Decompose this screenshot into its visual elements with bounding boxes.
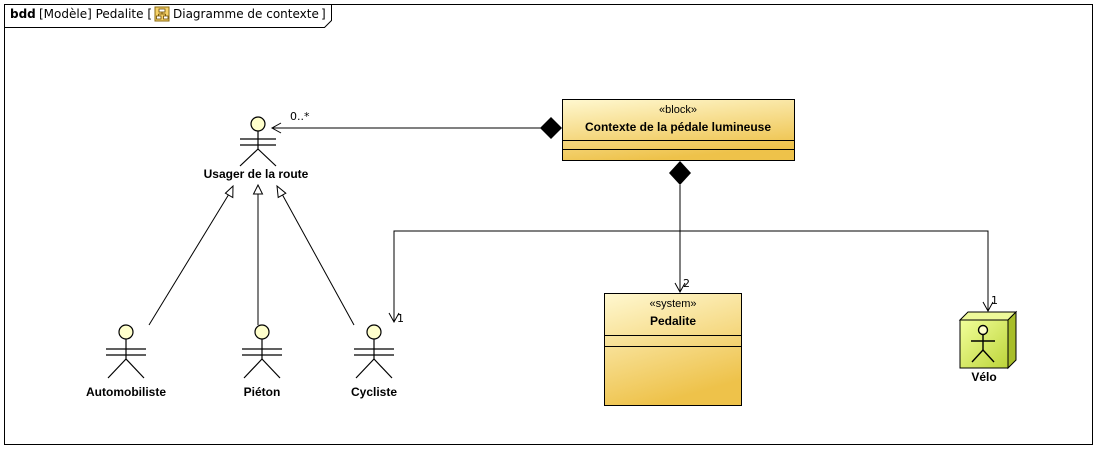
composition-pedalite-diamond xyxy=(669,161,691,185)
generalization-pieton-head xyxy=(252,183,264,195)
block-pedalite[interactable]: «system» Pedalite xyxy=(604,293,742,406)
multiplicity-pedalite: 2 xyxy=(683,277,690,290)
composition-usager-diamond xyxy=(540,117,562,139)
generalization-automobiliste-line xyxy=(148,193,230,326)
multiplicity-usager: 0..* xyxy=(290,110,310,123)
block-context-name: Contexte de la pédale lumineuse xyxy=(585,120,771,134)
actor-pieton-label: Piéton xyxy=(244,385,281,399)
block-pedalite-stereotype: «system» xyxy=(649,298,696,310)
connectors xyxy=(148,122,994,326)
frame-header-tab xyxy=(4,4,332,28)
multiplicity-cycliste: 1 xyxy=(397,312,404,325)
actor-pieton-icon[interactable] xyxy=(242,324,282,379)
actor-usager-icon[interactable] xyxy=(239,116,277,167)
generalization-automobiliste-head xyxy=(224,184,234,199)
multiplicity-velo: 1 xyxy=(991,294,998,307)
block-context[interactable]: «block» Contexte de la pédale lumineuse xyxy=(562,99,795,161)
actor-cycliste-icon[interactable] xyxy=(354,324,394,379)
generalization-cycliste-line xyxy=(281,193,355,326)
block-pedalite-name: Pedalite xyxy=(650,314,696,328)
composition-velo-line xyxy=(680,230,989,311)
composition-velo-arrow xyxy=(982,301,994,313)
actor-velo-label: Vélo xyxy=(971,370,996,384)
actor-automobiliste-icon[interactable] xyxy=(106,324,146,379)
composition-usager-arrow xyxy=(270,122,282,134)
frame-label: [Modèle] Pedalite [ xyxy=(39,7,152,21)
actor-usager-label: Usager de la route xyxy=(204,167,309,181)
actor-automobiliste-label: Automobiliste xyxy=(86,385,166,399)
diagram-frame xyxy=(4,4,1093,445)
generalization-cycliste-head xyxy=(276,184,287,199)
actor-cycliste-label: Cycliste xyxy=(351,385,397,399)
composition-branch-line xyxy=(393,230,680,322)
frame-close-bracket: ] xyxy=(321,7,326,21)
actor-velo-icon[interactable] xyxy=(958,310,1018,370)
diagram-icon xyxy=(154,6,170,22)
frame-diagram-name: Diagramme de contexte xyxy=(173,7,319,21)
composition-pedalite-arrow xyxy=(674,282,686,294)
frame-kind: bdd xyxy=(10,7,36,21)
composition-cycliste-arrow xyxy=(388,312,400,324)
block-context-stereotype: «block» xyxy=(659,104,697,116)
